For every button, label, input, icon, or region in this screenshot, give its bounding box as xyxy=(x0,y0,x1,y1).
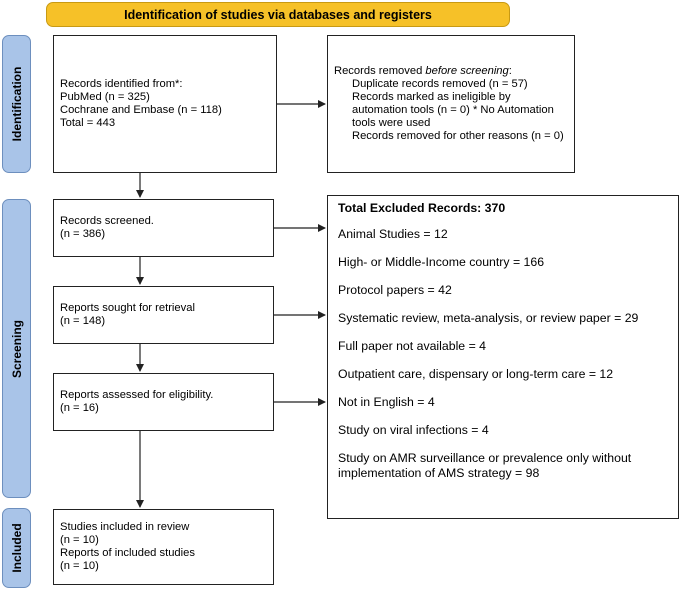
records-screened-box: Records screened. (n = 386) xyxy=(53,199,274,257)
excluded-item: Systematic review, meta-analysis, or rev… xyxy=(338,311,639,325)
studies-included-count: (n = 10) xyxy=(60,534,99,546)
reports-assessed-label: Reports assessed for eligibility. xyxy=(60,389,214,401)
excluded-item: High- or Middle-Income country = 166 xyxy=(338,255,545,269)
flow-header: Identification of studies via databases … xyxy=(46,2,510,27)
records-screened-count: (n = 386) xyxy=(60,228,106,240)
records-identified-box: Records identified from*: PubMed (n = 32… xyxy=(53,35,277,173)
records-source-cochrane-embase: Cochrane and Embase (n = 118) xyxy=(60,104,222,116)
excluded-item: Animal Studies = 12 xyxy=(338,227,448,241)
other-reasons-removed: Records removed for other reasons (n = 0… xyxy=(352,130,564,142)
excluded-item: Study on AMR surveillance or prevalence … xyxy=(338,451,632,480)
reports-sought-label: Reports sought for retrieval xyxy=(60,302,195,314)
reports-included-count: (n = 10) xyxy=(60,560,99,572)
excluded-item: Protocol papers = 42 xyxy=(338,283,452,297)
records-source-pubmed: PubMed (n = 325) xyxy=(60,91,150,103)
excluded-total: Total Excluded Records: 370 xyxy=(338,201,506,215)
phase-identification: Identification xyxy=(2,35,31,173)
records-identified-title: Records identified from*: xyxy=(60,78,183,90)
reports-included-label: Reports of included studies xyxy=(60,547,195,559)
records-removed-box: Records removed before screening: Duplic… xyxy=(327,35,575,173)
records-total: Total = 443 xyxy=(60,117,116,129)
automation-ineligible: Records marked as ineligible by automati… xyxy=(352,91,554,129)
excluded-records-box: Total Excluded Records: 370 Animal Studi… xyxy=(327,195,679,519)
studies-included-label: Studies included in review xyxy=(60,521,190,533)
duplicates-removed: Duplicate records removed (n = 57) xyxy=(352,78,528,90)
reports-sought-count: (n = 148) xyxy=(60,315,106,327)
phase-screening: Screening xyxy=(2,199,31,498)
phase-included: Included xyxy=(2,508,31,588)
excluded-item: Study on viral infections = 4 xyxy=(338,423,489,437)
studies-included-box: Studies included in review (n = 10) Repo… xyxy=(53,509,274,585)
excluded-item: Outpatient care, dispensary or long-term… xyxy=(338,367,614,381)
excluded-item: Full paper not available = 4 xyxy=(338,339,487,353)
reports-assessed-count: (n = 16) xyxy=(60,402,99,414)
excluded-item: Not in English = 4 xyxy=(338,395,435,409)
records-removed-title: Records removed before screening: xyxy=(334,65,512,77)
reports-sought-box: Reports sought for retrieval (n = 148) xyxy=(53,286,274,344)
records-screened-label: Records screened. xyxy=(60,215,154,227)
reports-assessed-box: Reports assessed for eligibility. (n = 1… xyxy=(53,373,274,431)
